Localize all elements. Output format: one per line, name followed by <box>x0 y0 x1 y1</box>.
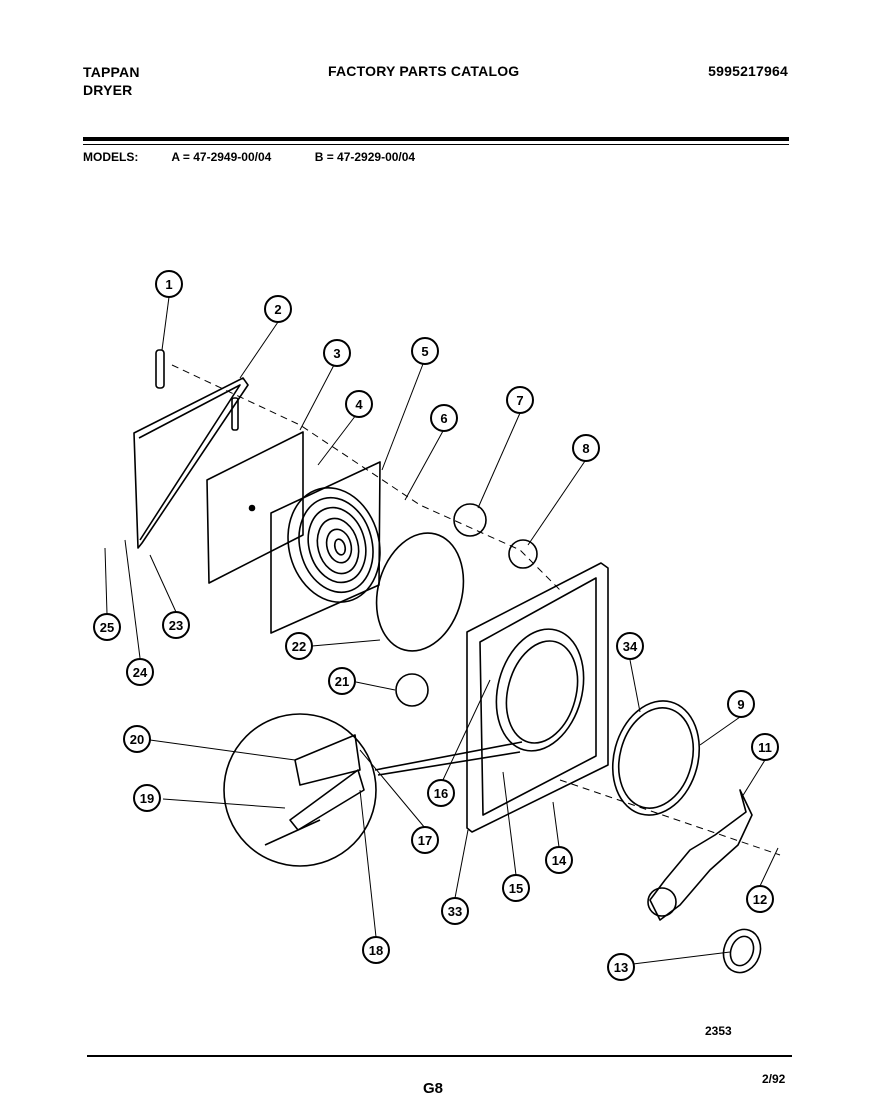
svg-text:16: 16 <box>434 786 448 801</box>
svg-text:5: 5 <box>421 344 428 359</box>
part-strike <box>395 673 429 707</box>
part-bearing-ring <box>722 928 762 974</box>
svg-text:17: 17 <box>418 833 432 848</box>
svg-text:18: 18 <box>369 943 383 958</box>
callout-25: 25 <box>93 613 121 641</box>
svg-text:14: 14 <box>552 853 567 868</box>
model-b: B = 47-2929-00/04 <box>314 150 416 164</box>
svg-text:21: 21 <box>335 674 349 689</box>
svg-text:12: 12 <box>753 892 767 907</box>
callout-16: 16 <box>427 779 455 807</box>
svg-text:20: 20 <box>130 732 144 747</box>
catalog-title: FACTORY PARTS CATALOG <box>328 63 520 79</box>
part-catch <box>508 539 538 569</box>
figure-number: 2353 <box>705 1024 732 1038</box>
svg-text:8: 8 <box>582 441 589 456</box>
callout-33: 33 <box>441 897 469 925</box>
part-door-opening <box>495 628 585 752</box>
callout-23: 23 <box>162 611 190 639</box>
product-type: DRYER <box>83 82 133 98</box>
detail-pointer <box>374 741 523 776</box>
svg-text:25: 25 <box>100 620 114 635</box>
callout-6: 6 <box>430 404 458 432</box>
part-gasket-ring <box>375 532 465 652</box>
page-code: G8 <box>423 1080 444 1097</box>
callout-24: 24 <box>126 658 154 686</box>
callout-2: 2 <box>264 295 292 323</box>
callout-11: 11 <box>751 733 779 761</box>
detail-magnifier <box>223 713 377 867</box>
svg-text:4: 4 <box>355 397 363 412</box>
part-front-panel <box>466 562 609 833</box>
svg-text:9: 9 <box>737 697 744 712</box>
brand-block: TAPPAN DRYER <box>83 63 140 99</box>
brand-name: TAPPAN <box>83 64 140 80</box>
part-front-seal <box>611 700 701 816</box>
svg-text:13: 13 <box>614 960 628 975</box>
svg-text:3: 3 <box>333 346 340 361</box>
callout-12: 12 <box>746 885 774 913</box>
svg-text:33: 33 <box>448 904 462 919</box>
callout-22: 22 <box>285 632 313 660</box>
part-lint-duct <box>649 789 753 921</box>
catalog-number: 5995217964 <box>708 63 788 79</box>
part-door-panel <box>133 377 249 549</box>
callout-18: 18 <box>362 936 390 964</box>
header-rule-thin <box>83 144 789 145</box>
part-handle <box>155 349 165 389</box>
callout-13: 13 <box>607 953 635 981</box>
callout-1: 1 <box>155 270 183 298</box>
part-spiral-window <box>287 486 381 604</box>
callout-20: 20 <box>123 725 151 753</box>
callout-3: 3 <box>323 339 351 367</box>
svg-text:19: 19 <box>140 791 154 806</box>
callout-17: 17 <box>411 826 439 854</box>
callout-9: 9 <box>727 690 755 718</box>
publication-date: 2/92 <box>762 1072 786 1086</box>
svg-text:22: 22 <box>292 639 306 654</box>
callout-34: 34 <box>616 632 644 660</box>
callout-15: 15 <box>502 874 530 902</box>
model-a: A = 47-2949-00/04 <box>171 150 272 164</box>
svg-text:11: 11 <box>758 740 772 755</box>
footer-rule <box>87 1055 792 1057</box>
svg-text:34: 34 <box>623 639 638 654</box>
svg-text:1: 1 <box>165 277 172 292</box>
svg-text:6: 6 <box>440 411 447 426</box>
part-door-inner-panel <box>206 431 304 584</box>
callout-19: 19 <box>133 784 161 812</box>
svg-text:2: 2 <box>274 302 281 317</box>
callout-21: 21 <box>328 667 356 695</box>
svg-text:23: 23 <box>169 618 183 633</box>
svg-text:24: 24 <box>133 665 148 680</box>
header-rule-thick <box>83 137 789 141</box>
models-label: MODELS: <box>83 150 139 164</box>
svg-text:7: 7 <box>516 393 523 408</box>
callout-5: 5 <box>411 337 439 365</box>
alignment-axis <box>171 364 781 856</box>
part-hinge <box>453 503 487 537</box>
callout-8: 8 <box>572 434 600 462</box>
callout-4: 4 <box>345 390 373 418</box>
callout-14: 14 <box>545 846 573 874</box>
models-line: MODELS: A = 47-2949-00/04 B = 47-2929-00… <box>83 150 415 164</box>
svg-text:15: 15 <box>509 881 523 896</box>
callout-7: 7 <box>506 386 534 414</box>
